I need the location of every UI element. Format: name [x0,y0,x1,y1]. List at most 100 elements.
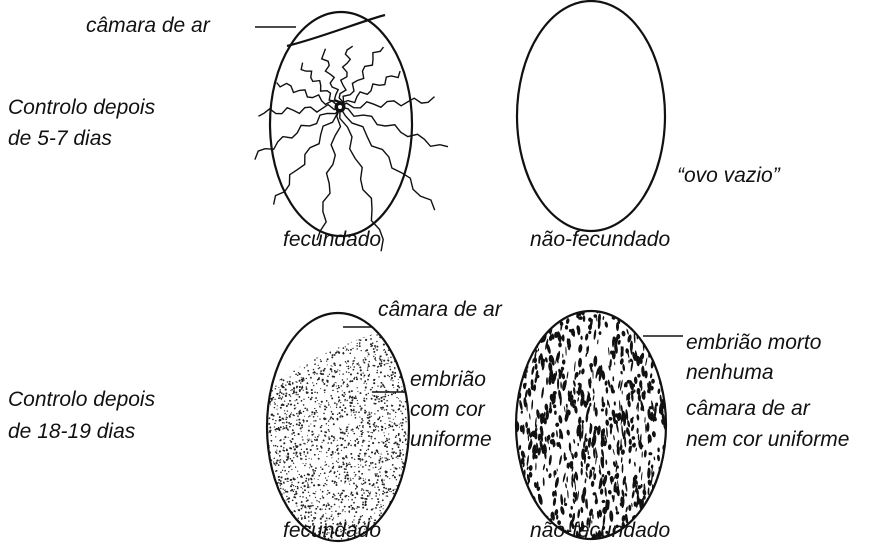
mottle-spot [517,327,522,337]
mottle-spot [569,521,572,532]
stipple-dot [334,532,337,534]
stipple-dot [403,540,406,541]
mottle-spot [516,311,517,317]
mottle-spot [546,343,551,354]
stipple-dot [273,325,276,328]
mottle-spot [574,491,578,503]
stipple-dot [412,530,414,532]
mottle-spot [547,434,551,441]
mottle-spot [584,432,587,441]
stipple-dot [353,471,355,474]
stipple-dot [367,363,370,366]
stipple-dot [316,438,318,441]
stipple-dot [399,357,402,359]
mottle-spot [574,361,576,372]
mottle-spot [556,468,558,472]
stipple-dot [351,380,354,383]
stipple-dot [294,359,297,362]
stipple-dot [364,500,367,503]
stipple-dot [378,398,381,400]
stipple-dot [356,372,359,375]
stipple-dot [380,505,383,508]
stipple-dot [321,490,324,493]
stipple-dot [326,337,328,340]
stipple-dot [324,523,327,526]
stipple-dot [263,378,265,380]
stipple-dot [272,320,274,322]
stipple-dot [301,346,304,349]
mottle-spot [536,481,539,490]
stipple-dot [349,479,352,481]
mottle-spot [519,399,523,411]
stipple-dot [267,529,270,531]
stipple-dot [331,450,334,454]
stipple-dot [402,330,404,333]
stipple-dot [288,514,290,517]
stipple-dot [306,382,309,385]
stipple-dot [314,407,316,410]
mottle-spot [591,520,593,524]
mottle-spot [581,428,584,439]
row-label-early-line1: Controlo depois [8,96,156,119]
stipple-dot [360,378,362,380]
mottle-spot [649,311,654,315]
stipple-dot [384,402,386,404]
stipple-dot [293,457,295,459]
mottle-spot [598,331,602,335]
stipple-dot [359,530,361,532]
mottle-spot [570,395,572,406]
stipple-dot [285,421,288,424]
stipple-dot [359,477,362,480]
mottle-spot [576,430,581,437]
stipple-dot [278,450,281,453]
stipple-dot [287,355,290,358]
mottle-spot [592,513,594,520]
stipple-dot [319,451,321,453]
stipple-dot [340,443,343,446]
stipple-dot [321,344,323,346]
stipple-dot [275,334,277,337]
stipple-dot [402,418,404,421]
stipple-dot [301,322,304,323]
stipple-dot [344,480,347,483]
stipple-dot [346,378,348,380]
mottle-spot [549,393,554,402]
stipple-dot [299,322,301,323]
mottle-spot [655,493,660,498]
mottle-spot [661,471,665,480]
stipple-dot [376,340,378,343]
stipple-dot [274,322,276,324]
stipple-dot [284,513,287,516]
stipple-dot [351,506,354,509]
stipple-dot [304,506,306,509]
stipple-dot [339,406,342,409]
embryo-label-line2: com cor [410,398,485,421]
stipple-dot [345,371,348,373]
mottle-spot [628,438,632,446]
stipple-dot [301,436,303,438]
stipple-dot [364,386,367,389]
blood-vessel [339,106,449,148]
mottle-spot [591,533,596,539]
stipple-dot [299,452,302,455]
stipple-dot [396,442,399,445]
stipple-dot [297,481,300,484]
mottle-spot [593,447,596,459]
stipple-dot [291,328,293,331]
mottle-spot [527,315,531,322]
stipple-dot [265,541,266,542]
stipple-dot [307,396,310,399]
stipple-dot [295,373,297,376]
stipple-dot [335,497,338,500]
stipple-dot [317,345,319,347]
stipple-dot [277,413,279,415]
stipple-dot [362,333,365,336]
stipple-dot [375,506,377,509]
stipple-dot [282,342,284,344]
mottle-spot [572,399,576,404]
mottle-spot [586,463,590,468]
stipple-dot [309,398,312,401]
mottle-spot [649,314,652,318]
mottle-spot [517,499,519,507]
mottle-spot [522,496,525,508]
